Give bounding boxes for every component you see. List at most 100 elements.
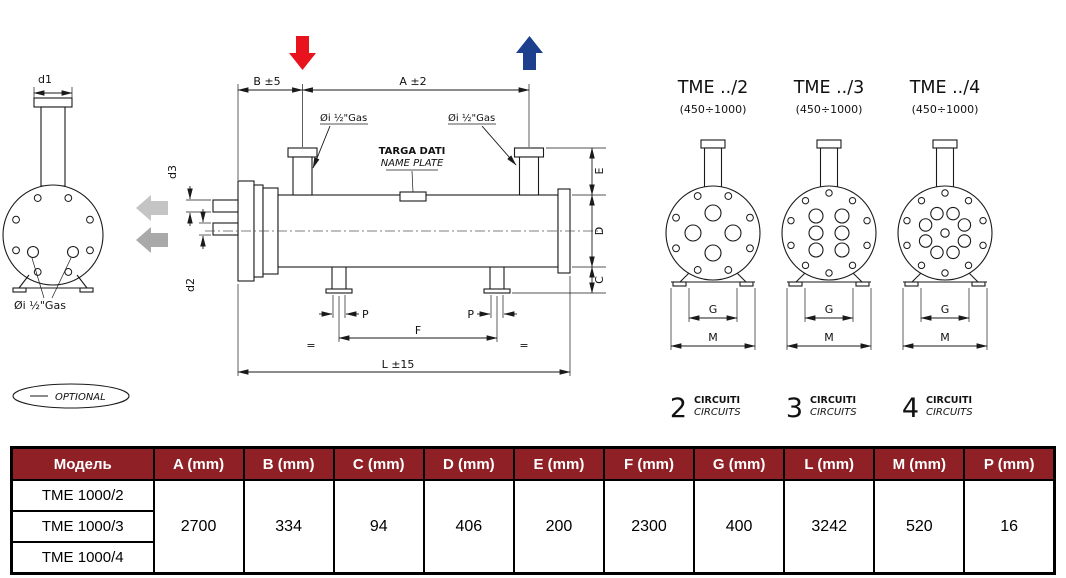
nameplate-label-en: NAME PLATE: [381, 158, 444, 169]
support-feet: [325, 267, 511, 294]
e-dim-label: E: [593, 167, 606, 174]
gas-label-right-group: Øi ½"Gas: [448, 112, 517, 166]
nameplate-group: TARGA DATI NAME PLATE: [379, 146, 446, 202]
circuits-word-it: CIRCUITI: [694, 395, 740, 406]
connection-stub-lower: [212, 222, 239, 236]
g-dim-label: G: [709, 303, 718, 316]
gas-label-left-group: Øi ½"Gas: [312, 112, 368, 169]
gas-port-left: [26, 245, 40, 259]
outlet-arrow-icon: [516, 36, 543, 70]
table-row-tme-1000-4: TME 1000/4: [10, 541, 1055, 575]
end-view-nozzle: [816, 139, 842, 188]
nameplate-label-it: TARGA DATI: [379, 146, 446, 157]
value-l: 3242: [783, 479, 876, 575]
circuits-count: 2: [670, 393, 687, 424]
f-dimension: F: [338, 296, 498, 342]
end-view-shell: [781, 185, 877, 281]
circuits-caption: 4 CIRCUITI CIRCUITS: [902, 393, 973, 424]
d-dim-label: D: [593, 227, 606, 235]
value-b: 334: [242, 479, 335, 575]
model-name: TME 1000/2: [10, 479, 155, 512]
g-dim-label: G: [941, 303, 950, 316]
circuits-count: 3: [786, 393, 803, 424]
end-view-shell: [665, 185, 761, 281]
d1-dim-label: d1: [38, 73, 52, 86]
header-e: E (mm): [512, 446, 605, 481]
header-c: C (mm): [332, 446, 425, 481]
right-dimensions: E D C: [512, 147, 606, 294]
nameplate-rect: [399, 191, 427, 202]
g-dimension: G: [688, 288, 738, 322]
m-dim-label: M: [940, 331, 950, 344]
flow-arrow-upper-icon: [136, 195, 168, 221]
technical-drawing: d1 Øi ½"Gas: [2, 36, 993, 424]
front-nozzle-pipe: [40, 106, 66, 187]
end-view-3-circuits: TME ../3 (450÷1000) G M 3 CIRCUITI CIRCU…: [781, 78, 877, 424]
header-g: G (mm): [693, 446, 786, 481]
circuits-word-en: CIRCUITS: [694, 407, 741, 418]
end-view-range: (450÷1000): [680, 103, 747, 116]
header-l: L (mm): [783, 446, 876, 481]
end-view-title: TME ../4: [909, 78, 981, 98]
end-view-2-circuits: TME ../2 (450÷1000) G M 2 CIRCUITI CIRCU…: [665, 78, 761, 424]
p-dim-label-left: P: [362, 308, 369, 321]
gas-port-right: [66, 245, 80, 259]
l-dim-label: L ±15: [382, 358, 415, 371]
m-dimension: M: [902, 288, 988, 350]
optional-legend: OPTIONAL: [12, 383, 130, 409]
m-dimension: M: [670, 288, 756, 350]
circuits-word-it: CIRCUITI: [810, 395, 856, 406]
equal-mark-right: =: [519, 339, 528, 352]
flow-arrow-lower-icon: [136, 227, 168, 253]
front-shell-circle: [2, 184, 104, 286]
d3-dim-label: d3: [166, 165, 179, 179]
p-dimension-right: P: [467, 295, 517, 321]
end-view-title: TME ../3: [793, 78, 865, 98]
m-dim-label: M: [824, 331, 834, 344]
header-f: F (mm): [602, 446, 696, 481]
top-dimensions: B ±5 A ±2: [237, 75, 530, 180]
g-dimension: G: [920, 288, 970, 322]
end-view-nozzle: [932, 139, 958, 188]
gas-label-left: Øi ½"Gas: [320, 112, 367, 124]
table-row-tme-1000-2: TME 1000/2 2700 334 94 406 200 2300 400 …: [10, 479, 1056, 575]
circuits-count: 4: [902, 393, 919, 424]
gas-port-leaders: [31, 257, 72, 299]
gas-label-right: Øi ½"Gas: [448, 112, 495, 124]
g-dimension: G: [804, 288, 854, 322]
flow-direction-arrows: [136, 195, 168, 253]
inlet-arrow-icon: [289, 36, 316, 70]
end-view-nozzle: [700, 139, 726, 188]
header-b: B (mm): [242, 446, 335, 481]
end-view-4-circuits: TME ../4 (450÷1000) G M 4 CIRCUITI CIRCU…: [897, 78, 993, 424]
value-m: 520: [873, 479, 966, 575]
c-dim-label: C: [593, 276, 606, 284]
end-view-title: TME ../2: [677, 78, 749, 98]
value-g: 400: [693, 479, 786, 575]
connection-stub-upper: [212, 199, 239, 213]
p-dim-label-right: P: [467, 308, 474, 321]
model-name: TME 1000/4: [10, 541, 155, 575]
value-c: 94: [332, 479, 425, 575]
circuits-word-it: CIRCUITI: [926, 395, 972, 406]
outlet-nozzle: [513, 147, 545, 196]
f-dim-label: F: [415, 324, 421, 337]
value-a: 2700: [152, 479, 245, 575]
m-dim-label: M: [708, 331, 718, 344]
header-m: M (mm): [873, 446, 966, 481]
l-dimension: L ±15: [237, 276, 571, 376]
value-d: 406: [422, 479, 515, 575]
b-dim-label: B ±5: [253, 75, 280, 88]
a-dim-label: A ±2: [399, 75, 426, 88]
end-view-range: (450÷1000): [796, 103, 863, 116]
value-f: 2300: [602, 479, 696, 575]
inlet-nozzle: [287, 147, 318, 196]
front-stand: [12, 274, 94, 293]
value-e: 200: [512, 479, 605, 575]
front-nozzle-flange: [33, 97, 73, 108]
value-p: 16: [963, 479, 1056, 575]
d2-dimension: d2: [184, 209, 211, 292]
d2-dim-label: d2: [184, 278, 197, 292]
front-view: d1 Øi ½"Gas: [2, 73, 104, 312]
circuits-word-en: CIRCUITS: [926, 407, 973, 418]
